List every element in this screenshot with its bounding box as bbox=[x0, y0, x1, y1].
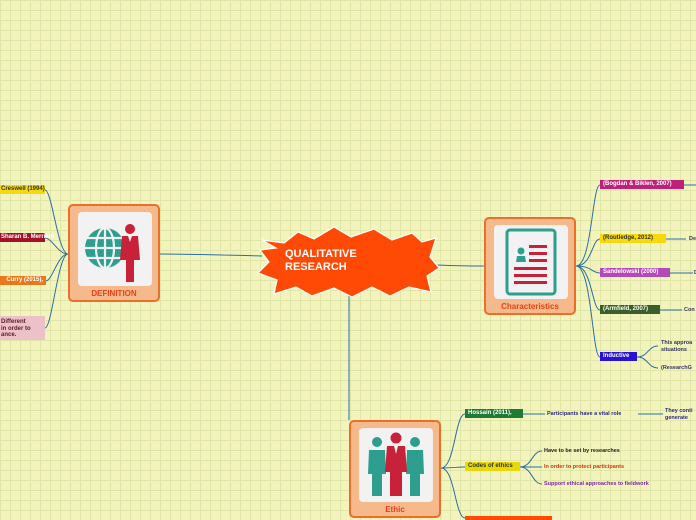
armfield-detail[interactable]: Con bbox=[684, 307, 695, 313]
definition-image bbox=[78, 212, 152, 286]
tag-curry[interactable]: Curry (2015), bbox=[0, 276, 46, 285]
hossain-note[interactable]: Participants have a vital role bbox=[547, 411, 622, 417]
characteristics-image bbox=[494, 225, 568, 299]
definition-node[interactable]: DEFINITION bbox=[68, 204, 160, 302]
hossain-tail[interactable]: They conti generate bbox=[665, 408, 693, 421]
definition-label: DEFINITION bbox=[91, 289, 137, 298]
tag-different[interactable]: Different in order to ance. bbox=[0, 316, 45, 340]
central-topic[interactable]: QUALITATIVE RESEARCH bbox=[256, 226, 440, 298]
tag-partial-bottom[interactable] bbox=[465, 516, 552, 520]
tag-inductive[interactable]: Inductive bbox=[600, 352, 637, 361]
inductive-note-researchgate[interactable]: (ResearchG bbox=[661, 365, 692, 371]
ethic-label: Ethic bbox=[385, 505, 405, 514]
tag-merriam[interactable]: Sharan B. Merriam bbox=[0, 233, 54, 242]
codes-item-researches[interactable]: Have to be set by researches bbox=[544, 448, 620, 454]
central-title: QUALITATIVE RESEARCH bbox=[285, 248, 357, 273]
codes-item-protect[interactable]: In order to protect participants bbox=[544, 464, 625, 470]
inductive-note-approach[interactable]: This approa situations bbox=[661, 340, 693, 353]
tag-bogdan-biklen[interactable]: (Bogdan & Biklen, 2007) bbox=[600, 180, 684, 189]
globe-businessman-icon bbox=[85, 224, 140, 282]
tag-creswell[interactable]: Creswell (1994) bbox=[0, 185, 45, 194]
characteristics-label: Characteristics bbox=[501, 302, 559, 311]
tag-codes-of-ethics[interactable]: Codes of ethics bbox=[465, 462, 520, 471]
starburst-shape bbox=[256, 226, 440, 298]
ethic-node[interactable]: Ethic bbox=[349, 420, 441, 518]
tag-sandelowski[interactable]: Sandelowski (2000) bbox=[600, 268, 670, 277]
tag-armfield[interactable]: (Armfield, 2007) bbox=[600, 305, 660, 314]
group-people-icon bbox=[368, 432, 424, 496]
ethic-image bbox=[359, 428, 433, 502]
sandelowski-detail[interactable]: D bbox=[694, 270, 696, 276]
profile-document-icon bbox=[505, 228, 557, 296]
routledge-detail[interactable]: De bbox=[689, 236, 696, 242]
tag-hossain[interactable]: Hossain (2011), bbox=[465, 409, 523, 418]
characteristics-node[interactable]: Characteristics bbox=[484, 217, 576, 315]
tag-routledge[interactable]: (Routledge, 2012) bbox=[600, 234, 666, 243]
codes-item-support[interactable]: Support ethical approaches to fieldwork bbox=[544, 481, 649, 487]
